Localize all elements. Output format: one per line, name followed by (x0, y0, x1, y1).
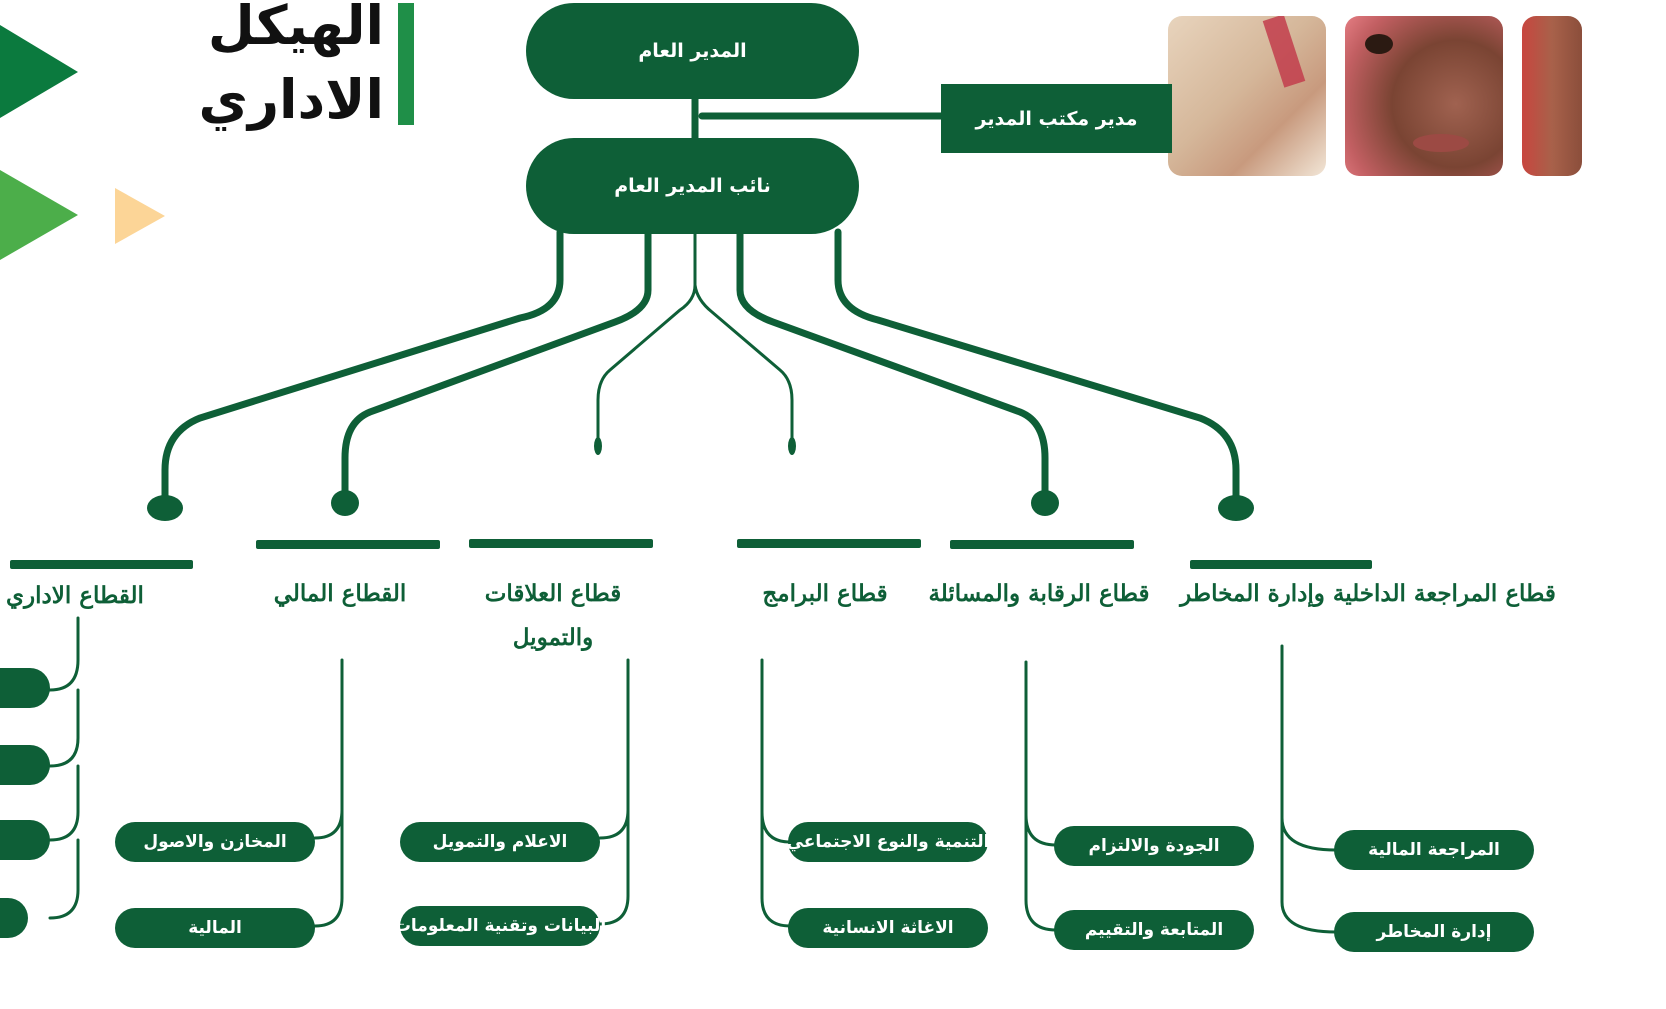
unit-quality-compliance[interactable]: الجودة والالتزام (1054, 826, 1254, 866)
admin-unit-box[interactable] (0, 820, 50, 860)
unit-warehouses-assets[interactable]: المخازن والاصول (115, 822, 315, 862)
unit-media-funding[interactable]: الاعلام والتمويل (400, 822, 600, 862)
sector-title-audit: قطاع المراجعة الداخلية وإدارة المخاطر (1180, 580, 1556, 607)
triangle-arrow-icon (0, 25, 78, 118)
deputy-director-node[interactable]: نائب المدير العام (526, 138, 859, 234)
sector-title-relations: قطاع العلاقات (484, 580, 622, 607)
unit-humanitarian-relief[interactable]: الاغاثة الانسانية (788, 908, 988, 948)
sector-bar-relations (469, 539, 653, 548)
page-title-line2: الاداري (198, 68, 384, 131)
sector-title-oversight: قطاع الرقابة والمسائلة (928, 580, 1150, 607)
unit-finance[interactable]: المالية (115, 908, 315, 948)
page-title-line1: الهيكل (207, 0, 384, 57)
unit-financial-audit[interactable]: المراجعة المالية (1334, 830, 1534, 870)
decorative-triangles (0, 25, 165, 260)
sector-bar-programs (737, 539, 921, 548)
title-accent-bar (398, 3, 414, 125)
unit-monitoring-evaluation[interactable]: المتابعة والتقييم (1054, 910, 1254, 950)
sector-title-admin: القطاع الاداري (6, 582, 144, 609)
sector-bar-oversight (950, 540, 1134, 549)
director-general-node[interactable]: المدير العام (526, 3, 859, 99)
photo-child-2 (1345, 16, 1503, 176)
admin-unit-box[interactable] (0, 745, 50, 785)
sector-title-relations-line2: والتمويل (512, 624, 594, 651)
sector-title-programs: قطاع البرامج (762, 580, 888, 607)
unit-risk-management[interactable]: إدارة المخاطر (1334, 912, 1534, 952)
unit-development-gender[interactable]: التنمية والنوع الاجتماعي (787, 822, 989, 862)
triangle-arrow-icon (0, 170, 78, 260)
sector-title-finance: القطاع المالي (273, 580, 407, 607)
sector-bar-audit (1190, 560, 1372, 569)
sector-bar-admin (10, 560, 193, 569)
sector-bar-finance (256, 540, 440, 549)
unit-data-it[interactable]: البيانات وتقنية المعلومات (394, 906, 606, 946)
triangle-arrow-icon (115, 188, 165, 244)
photo-child-3 (1522, 16, 1582, 176)
office-manager-node[interactable]: مدير مكتب المدير (941, 84, 1172, 153)
admin-unit-box[interactable] (0, 668, 50, 708)
photo-child-1 (1168, 16, 1326, 176)
